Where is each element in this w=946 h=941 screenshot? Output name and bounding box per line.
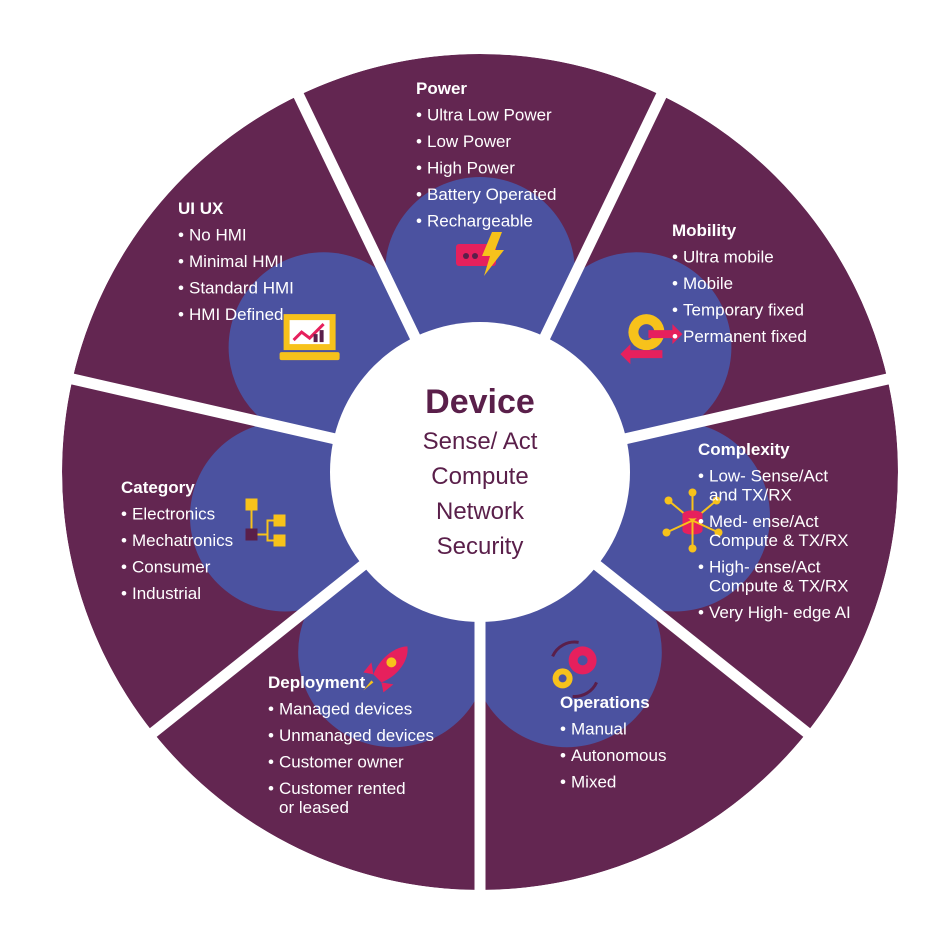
segment-complexity-item: and TX/RX	[709, 486, 792, 505]
dashboard-display-icon	[279, 314, 340, 361]
bullet-icon: •	[560, 720, 566, 739]
segment-category-item: Consumer	[132, 558, 211, 577]
segment-uiux-item: Minimal HMI	[189, 252, 283, 271]
bullet-icon: •	[698, 603, 704, 622]
bullet-icon: •	[698, 512, 704, 531]
segment-mobility-title: Mobility	[672, 221, 737, 240]
segment-category-item: Mechatronics	[132, 531, 233, 550]
outer-rim	[54, 46, 906, 898]
segment-mobility-item: Temporary fixed	[683, 301, 804, 320]
segment-operations-item: Manual	[571, 720, 627, 739]
segment-operations-title: Operations	[560, 693, 650, 712]
segment-category-item: Electronics	[132, 505, 215, 524]
bullet-icon: •	[416, 106, 422, 125]
segment-category-title: Category	[121, 478, 195, 497]
gear-arrows-icon	[620, 314, 683, 365]
segment-deployment-item: Managed devices	[279, 700, 412, 719]
bullet-icon: •	[178, 305, 184, 324]
database-network-icon	[662, 488, 723, 553]
hierarchy-icon	[245, 498, 286, 547]
center-title: Device	[425, 383, 535, 421]
center-disc	[330, 322, 630, 622]
bullet-icon: •	[121, 531, 127, 550]
bullet-icon: •	[672, 274, 678, 293]
segment-deployment-item: Customer owner	[279, 753, 404, 772]
bullet-icon: •	[121, 558, 127, 577]
battery-bolt-icon	[456, 232, 504, 276]
center-line-network: Network	[436, 498, 525, 525]
segment-power-item: High Power	[427, 159, 515, 178]
bullet-icon: •	[672, 327, 678, 346]
bullet-icon: •	[268, 700, 274, 719]
bullet-icon: •	[560, 746, 566, 765]
center-line-compute: Compute	[431, 463, 528, 490]
segment-uiux-item: HMI Defined	[189, 305, 283, 324]
segment-complexity-title: Complexity	[698, 440, 790, 459]
segment-category-item: Industrial	[132, 584, 201, 603]
segment-complexity-item: Med- ense/Act	[709, 512, 819, 531]
segment-complexity-item: Very High- edge AI	[709, 603, 851, 622]
rocket-icon	[363, 646, 408, 693]
segment-mobility-item: Ultra mobile	[683, 248, 774, 267]
bullet-icon: •	[416, 132, 422, 151]
bullet-icon: •	[416, 212, 422, 231]
segment-uiux-item: No HMI	[189, 226, 247, 245]
segment-power-inner-lobe	[385, 177, 575, 367]
segment-deployment-item: Unmanaged devices	[279, 726, 434, 745]
segment-mobility-item: Mobile	[683, 274, 733, 293]
bullet-icon: •	[268, 753, 274, 772]
bullet-icon: •	[416, 159, 422, 178]
center-line-security: Security	[437, 533, 524, 560]
bullet-icon: •	[416, 185, 422, 204]
segment-power-item: Low Power	[427, 132, 511, 151]
segment-complexity-item: Low- Sense/Act	[709, 467, 828, 486]
bullet-icon: •	[698, 558, 704, 577]
bullet-icon: •	[121, 505, 127, 524]
segment-uiux-item: Standard HMI	[189, 279, 294, 298]
segment-power-item: Rechargeable	[427, 212, 533, 231]
segment-operations-item: Autonomous	[571, 746, 666, 765]
bullet-icon: •	[178, 252, 184, 271]
segment-power-item: Ultra Low Power	[427, 106, 552, 125]
bullet-icon: •	[698, 467, 704, 486]
bullet-icon: •	[560, 773, 566, 792]
bullet-icon: •	[178, 279, 184, 298]
segment-uiux-title: UI UX	[178, 199, 224, 218]
segment-complexity-item: Compute & TX/RX	[709, 531, 849, 550]
segment-power-item: Battery Operated	[427, 185, 556, 204]
segment-complexity-item: Compute & TX/RX	[709, 577, 849, 596]
gears-cycle-icon	[551, 640, 598, 698]
segment-complexity-item: High- ense/Act	[709, 558, 821, 577]
segment-operations-item: Mixed	[571, 773, 616, 792]
bullet-icon: •	[268, 726, 274, 745]
segment-power-title: Power	[416, 79, 467, 98]
segment-deployment-item: Customer rented	[279, 779, 406, 798]
bullet-icon: •	[672, 248, 678, 267]
center-line-sense-act: Sense/ Act	[423, 428, 538, 455]
bullet-icon: •	[268, 779, 274, 798]
bullet-icon: •	[121, 584, 127, 603]
segment-deployment-item: or leased	[279, 798, 349, 817]
segment-deployment-title: Deployment	[268, 673, 366, 692]
segment-mobility-item: Permanent fixed	[683, 327, 807, 346]
bullet-icon: •	[178, 226, 184, 245]
bullet-icon: •	[672, 301, 678, 320]
